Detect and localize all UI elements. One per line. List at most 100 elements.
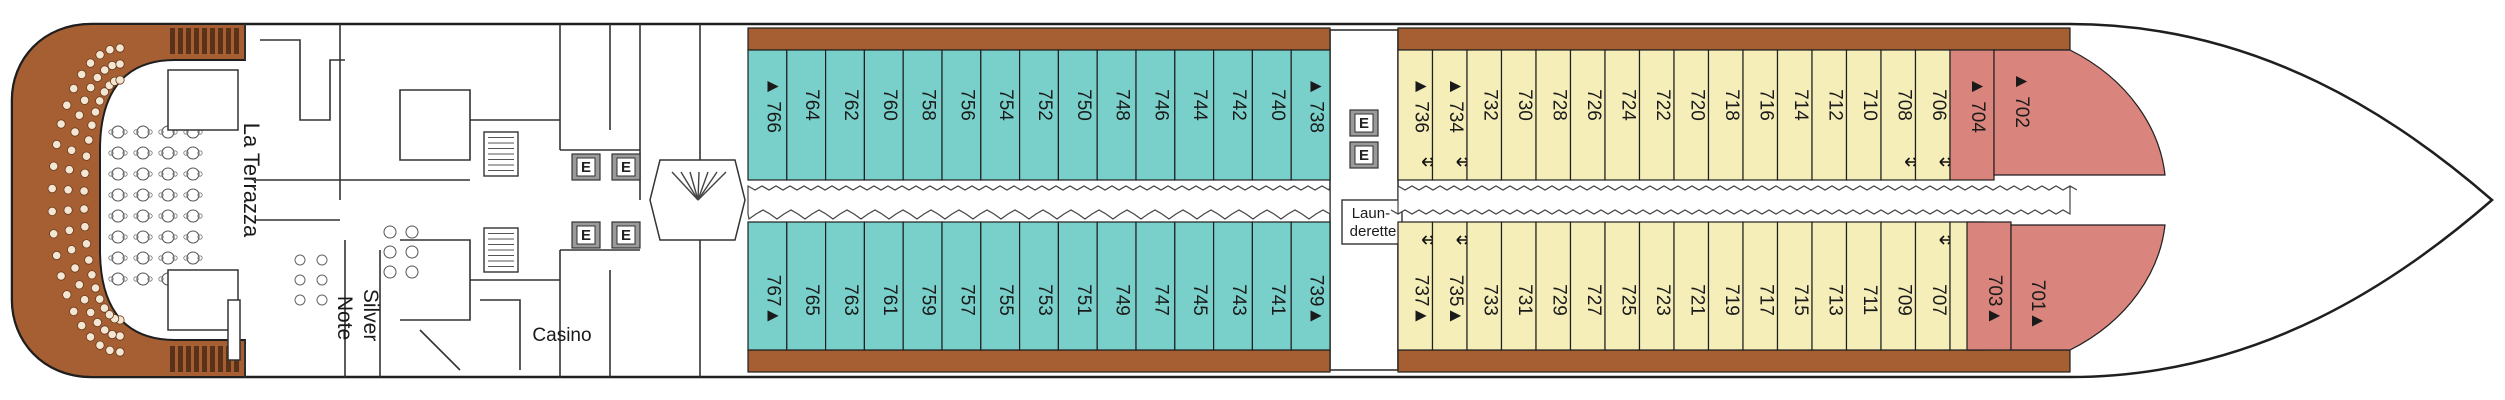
lounger-seat <box>62 100 72 110</box>
suite-number: 713 <box>1824 284 1845 316</box>
dining-chair <box>108 150 114 156</box>
structure-block <box>167 269 239 331</box>
suite-762: 762 <box>824 49 865 181</box>
lounge-table <box>383 225 397 239</box>
dining-chair <box>122 192 128 198</box>
suite-number: 760 <box>879 89 900 121</box>
dining-table <box>161 167 175 181</box>
suite-number: 708 <box>1893 89 1914 121</box>
suite-cell <box>1500 221 1537 351</box>
suite-747: 747 <box>1135 221 1176 351</box>
dining-table <box>136 272 150 286</box>
suite-cell <box>902 49 943 181</box>
elevator-box <box>616 225 636 245</box>
silver-note-line-1: Silver <box>359 289 382 342</box>
dining-chair <box>122 171 128 177</box>
suite-number: ▲ 736 <box>1410 77 1431 133</box>
suite-753: 753 <box>1018 221 1059 351</box>
lounger-seat <box>52 250 62 261</box>
suite-cell <box>1880 221 1917 351</box>
lounger-seat <box>47 184 57 194</box>
suite-number: 745 <box>1189 284 1210 316</box>
dining-chair <box>147 150 153 156</box>
dining-table <box>161 209 175 223</box>
dining-chair <box>183 234 189 240</box>
suite-765: 765 <box>786 221 827 351</box>
suite-number: 720 <box>1686 89 1707 121</box>
atrium-fan <box>697 171 700 201</box>
la-terrazza-label: La Terrazza <box>239 123 264 238</box>
elevator-letter: E <box>621 227 631 244</box>
structure-block <box>167 69 239 131</box>
dining-table <box>161 230 175 244</box>
suite-701: 701▲ <box>2010 224 2166 351</box>
suite-cell <box>1993 49 2166 176</box>
suite-741: 741 <box>1251 221 1292 351</box>
dining-chair <box>122 150 128 156</box>
suite-number: 726 <box>1583 89 1604 121</box>
suite-cell <box>941 221 982 351</box>
suite-716: 716 <box>1742 49 1779 181</box>
dining-chair <box>133 171 139 177</box>
suite-706: 706 <box>1914 49 1953 181</box>
dining-chair <box>122 234 128 240</box>
connecting-arrow <box>1456 235 1470 245</box>
suite-715: 715 <box>1776 221 1813 351</box>
suite-number: ▲ 702 <box>2011 72 2032 128</box>
lounger-seat <box>99 303 110 313</box>
suite-number: 752 <box>1034 89 1055 121</box>
suite-number: 730 <box>1514 89 1535 121</box>
suite-742: 742 <box>1212 49 1253 181</box>
suite-cell <box>1966 221 2012 351</box>
suite-732: 732 <box>1466 49 1503 181</box>
lounger-seat <box>63 205 73 215</box>
dining-chair <box>158 276 164 282</box>
suite-758: 758 <box>902 49 943 181</box>
suite-number: 765 <box>801 284 822 316</box>
suite-number: ▲ 734 <box>1445 77 1466 133</box>
suite-cell <box>1949 49 1995 181</box>
dining-chair <box>197 213 203 219</box>
suite-727: 727 <box>1569 221 1606 351</box>
suite-cell <box>824 221 865 351</box>
suite-cell <box>980 221 1021 351</box>
lounger-seat <box>49 229 59 239</box>
lounger-seat <box>80 295 90 305</box>
suite-cell <box>1535 49 1572 181</box>
dining-table <box>111 188 125 202</box>
suite-number: 716 <box>1755 89 1776 121</box>
suite-cell <box>1811 221 1848 351</box>
lounger-seat <box>74 110 84 120</box>
dining-chair <box>158 234 164 240</box>
lounge-table <box>316 294 328 306</box>
suite-number: 761 <box>879 284 900 316</box>
suite-711: 711 <box>1845 221 1882 351</box>
suite-743: 743 <box>1212 221 1253 351</box>
dining-table <box>136 230 150 244</box>
suite-number: 767▲ <box>762 275 783 326</box>
suite-702: ▲ 702 <box>1993 49 2166 176</box>
dining-chair <box>197 171 203 177</box>
wall <box>260 39 345 121</box>
dining-chair <box>183 150 189 156</box>
dining-chair <box>172 150 178 156</box>
lounger-seat <box>69 306 79 316</box>
suite-704: ▲ 704 <box>1949 49 1995 181</box>
suite-722: 722 <box>1638 49 1675 181</box>
dining-table <box>111 230 125 244</box>
suite-number: 706 <box>1928 89 1949 121</box>
suite-number: 719 <box>1721 284 1742 316</box>
dining-chair <box>122 255 128 261</box>
dining-chair <box>158 129 164 135</box>
suite-cell <box>1673 221 1710 351</box>
suite-cell <box>1057 49 1098 181</box>
dining-chair <box>147 234 153 240</box>
suite-766: ▲ 766 <box>747 49 788 181</box>
dining-chair <box>158 171 164 177</box>
suite-number: 701▲ <box>2027 280 2048 331</box>
suite-751: 751 <box>1057 221 1098 351</box>
lounger-seat <box>56 119 66 129</box>
bench-slat <box>170 346 175 372</box>
